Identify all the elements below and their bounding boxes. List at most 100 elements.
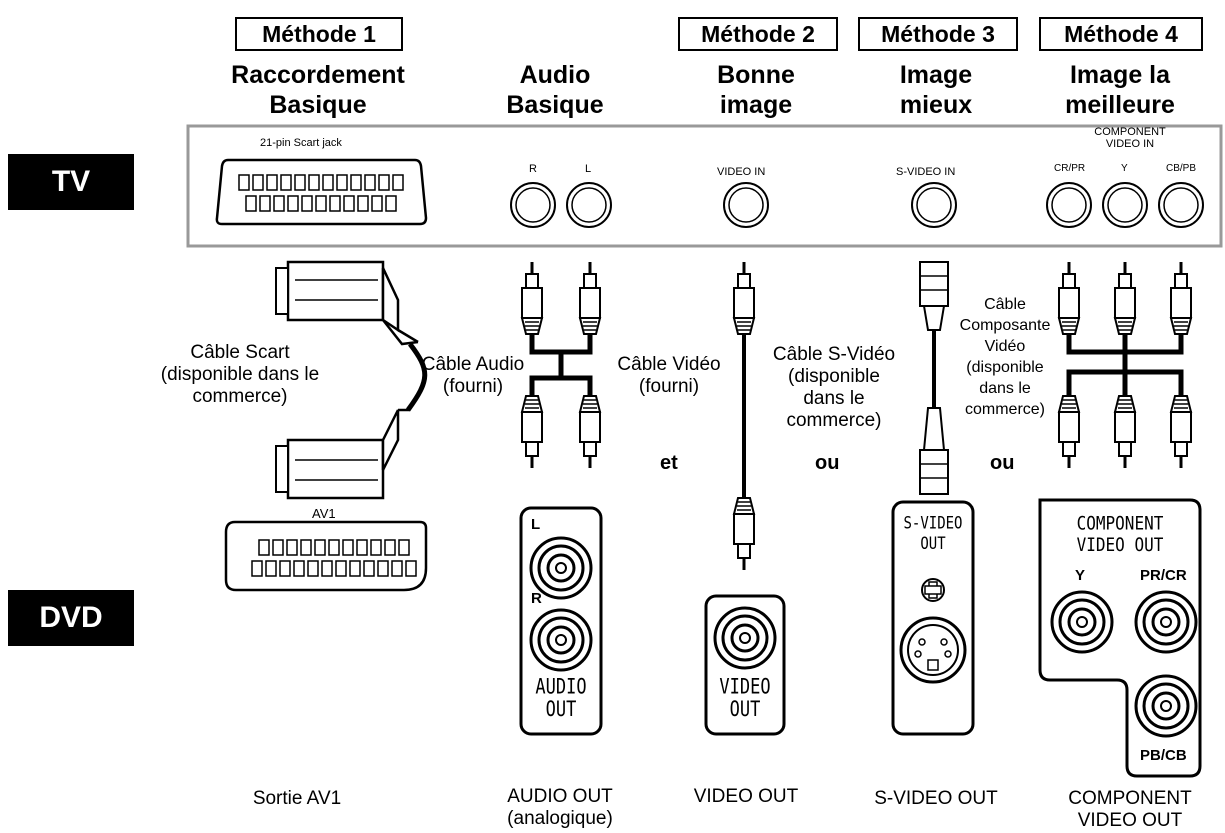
- dvd-audio-out-line2: OUT: [545, 697, 577, 723]
- bottom-label-video-out: VIDEO OUT: [693, 786, 799, 807]
- video-cable-label-line1: Câble Vidéo: [617, 354, 721, 375]
- dvd-component-y-label: Y: [1075, 567, 1086, 584]
- tv-svideo-jack: [911, 182, 957, 228]
- tv-component-cb-jack: [1158, 182, 1204, 228]
- method-1-title-line2: Basique: [269, 91, 367, 119]
- dvd-component-pb-label: PB/CB: [1140, 747, 1187, 764]
- tv-audio-l-label: L: [585, 163, 592, 175]
- bottom-label-svideo-out: S-VIDEO OUT: [874, 788, 998, 809]
- dvd-svideo-jack: [899, 616, 967, 684]
- dvd-component-title: COMPONENT VIDEO OUT: [1040, 512, 1200, 556]
- method-4-title: Image la meilleure: [1040, 60, 1200, 120]
- tv-audio-jack-l: [566, 182, 612, 228]
- dvd-audio-out-label: AUDIO OUT: [521, 676, 601, 721]
- connector-ou-1: ou: [815, 452, 840, 474]
- video-cable-label: Câble Vidéo (fourni): [608, 354, 730, 398]
- dvd-component-title-line1: COMPONENT: [1076, 512, 1164, 534]
- video-cable-label-line2: (fourni): [638, 376, 700, 397]
- tv-video-in-label: VIDEO IN: [717, 166, 766, 178]
- dvd-av1-label: AV1: [312, 506, 336, 521]
- audio-cable-label-line1: Câble Audio: [421, 354, 525, 375]
- component-cable: [1057, 260, 1193, 470]
- tv-component-title: COMPONENT VIDEO IN: [1080, 126, 1180, 150]
- bottom-label-audio-out-line2: (analogique): [507, 808, 613, 829]
- scart-cable-label-line1: Câble Scart: [190, 342, 290, 363]
- dvd-video-out-label: VIDEO OUT: [706, 676, 784, 721]
- bottom-label-component-line1: COMPONENT: [1068, 788, 1192, 809]
- dvd-audio-r-label: R: [531, 590, 542, 607]
- method-2-title-line2: image: [719, 91, 793, 119]
- method-2-box: Méthode 2: [678, 17, 838, 51]
- tv-component-y-jack: [1102, 182, 1148, 228]
- method-4-box: Méthode 4: [1039, 17, 1203, 51]
- tv-svideo-in-label: S-VIDEO IN: [896, 166, 956, 178]
- dvd-video-jack: [713, 606, 777, 670]
- scart-cable-label-line3: commerce): [192, 386, 288, 407]
- tv-audio-jack-r: [510, 182, 556, 228]
- method-1-title: Raccordement Basique: [200, 60, 436, 120]
- audio-title-line1: Audio: [519, 61, 591, 89]
- method-4-title-line2: meilleure: [1065, 91, 1175, 119]
- method-3-title-line2: mieux: [899, 91, 973, 119]
- tv-component-cb-label: CB/PB: [1166, 163, 1197, 174]
- svideo-cable-label-line1: Câble S-Vidéo: [772, 344, 896, 365]
- dvd-scart-jack: [224, 520, 428, 592]
- connector-et: et: [660, 452, 678, 474]
- dvd-component-title-line2: VIDEO OUT: [1076, 533, 1164, 556]
- scart-cable-label: Câble Scart (disponible dans le commerce…: [140, 342, 340, 408]
- video-cable: [732, 260, 756, 572]
- dvd-audio-jack-r: [529, 608, 593, 672]
- dvd-svideo-out-label: S-VIDEO OUT: [893, 514, 973, 555]
- method-3-title-line1: Image: [899, 61, 973, 89]
- audio-cable: [520, 260, 602, 470]
- dvd-video-out-line1: VIDEO: [719, 674, 771, 700]
- dvd-component-pr-label: PR/CR: [1140, 567, 1187, 584]
- svideo-cable-label-line4: commerce): [786, 410, 882, 431]
- tv-component-title-line2: VIDEO IN: [1105, 138, 1155, 150]
- tv-video-jack: [723, 182, 769, 228]
- dvd-svideo-out-line2: OUT: [920, 534, 946, 554]
- dvd-component-y-jack: [1050, 590, 1114, 654]
- method-2-title: Bonne image: [690, 60, 822, 120]
- tv-audio-r-label: R: [529, 163, 537, 175]
- audio-title: Audio Basique: [490, 60, 620, 120]
- tv-component-cr-label: CR/PR: [1054, 163, 1086, 174]
- dvd-audio-l-label: L: [531, 516, 541, 533]
- scart-cable-label-line2: (disponible dans le: [160, 364, 320, 385]
- svideo-cable-label: Câble S-Vidéo (disponible dans le commer…: [764, 344, 904, 432]
- method-2-title-line1: Bonne: [717, 61, 795, 89]
- component-cable-label-line3: Vidéo: [984, 338, 1026, 355]
- bottom-label-component: COMPONENT VIDEO OUT: [1050, 788, 1210, 832]
- bottom-label-audio-out: AUDIO OUT (analogique): [495, 786, 625, 830]
- method-3-title: Image mieux: [870, 60, 1002, 120]
- method-4-title-line1: Image la: [1069, 61, 1171, 89]
- component-cable-label-line4: (disponible: [966, 359, 1044, 376]
- dvd-audio-out-line1: AUDIO: [535, 674, 587, 700]
- dvd-component-pr-jack: [1134, 590, 1198, 654]
- tv-label: TV: [8, 154, 134, 210]
- tv-scart-jack: [215, 158, 428, 226]
- method-1-box: Méthode 1: [235, 17, 403, 51]
- tv-component-title-line1: COMPONENT: [1094, 126, 1166, 138]
- dvd-video-out-line2: OUT: [729, 697, 761, 723]
- component-cable-label-line1: Câble: [984, 296, 1026, 313]
- svideo-cable-label-line3: dans le: [803, 388, 865, 409]
- component-cable-label-line2: Composante: [959, 317, 1051, 334]
- bottom-label-av1: Sortie AV1: [252, 788, 342, 809]
- tv-scart-label: 21-pin Scart jack: [260, 137, 342, 149]
- audio-cable-label-line2: (fourni): [442, 376, 504, 397]
- method-3-box: Méthode 3: [858, 17, 1018, 51]
- dvd-component-pb-jack: [1134, 674, 1198, 738]
- svideo-cable-label-line2: (disponible: [788, 366, 880, 387]
- dvd-audio-jack-l: [529, 536, 593, 600]
- svideo-cable: [919, 261, 949, 495]
- tv-component-cr-jack: [1046, 182, 1092, 228]
- tv-component-y-label: Y: [1121, 163, 1128, 174]
- svideo-plus-icon: [921, 578, 945, 602]
- dvd-svideo-out-line1: S-VIDEO: [903, 514, 963, 534]
- method-1-title-line1: Raccordement: [231, 61, 405, 89]
- connector-ou-2: ou: [990, 452, 1015, 474]
- audio-cable-label: Câble Audio (fourni): [418, 354, 528, 398]
- scart-cable: [275, 260, 428, 500]
